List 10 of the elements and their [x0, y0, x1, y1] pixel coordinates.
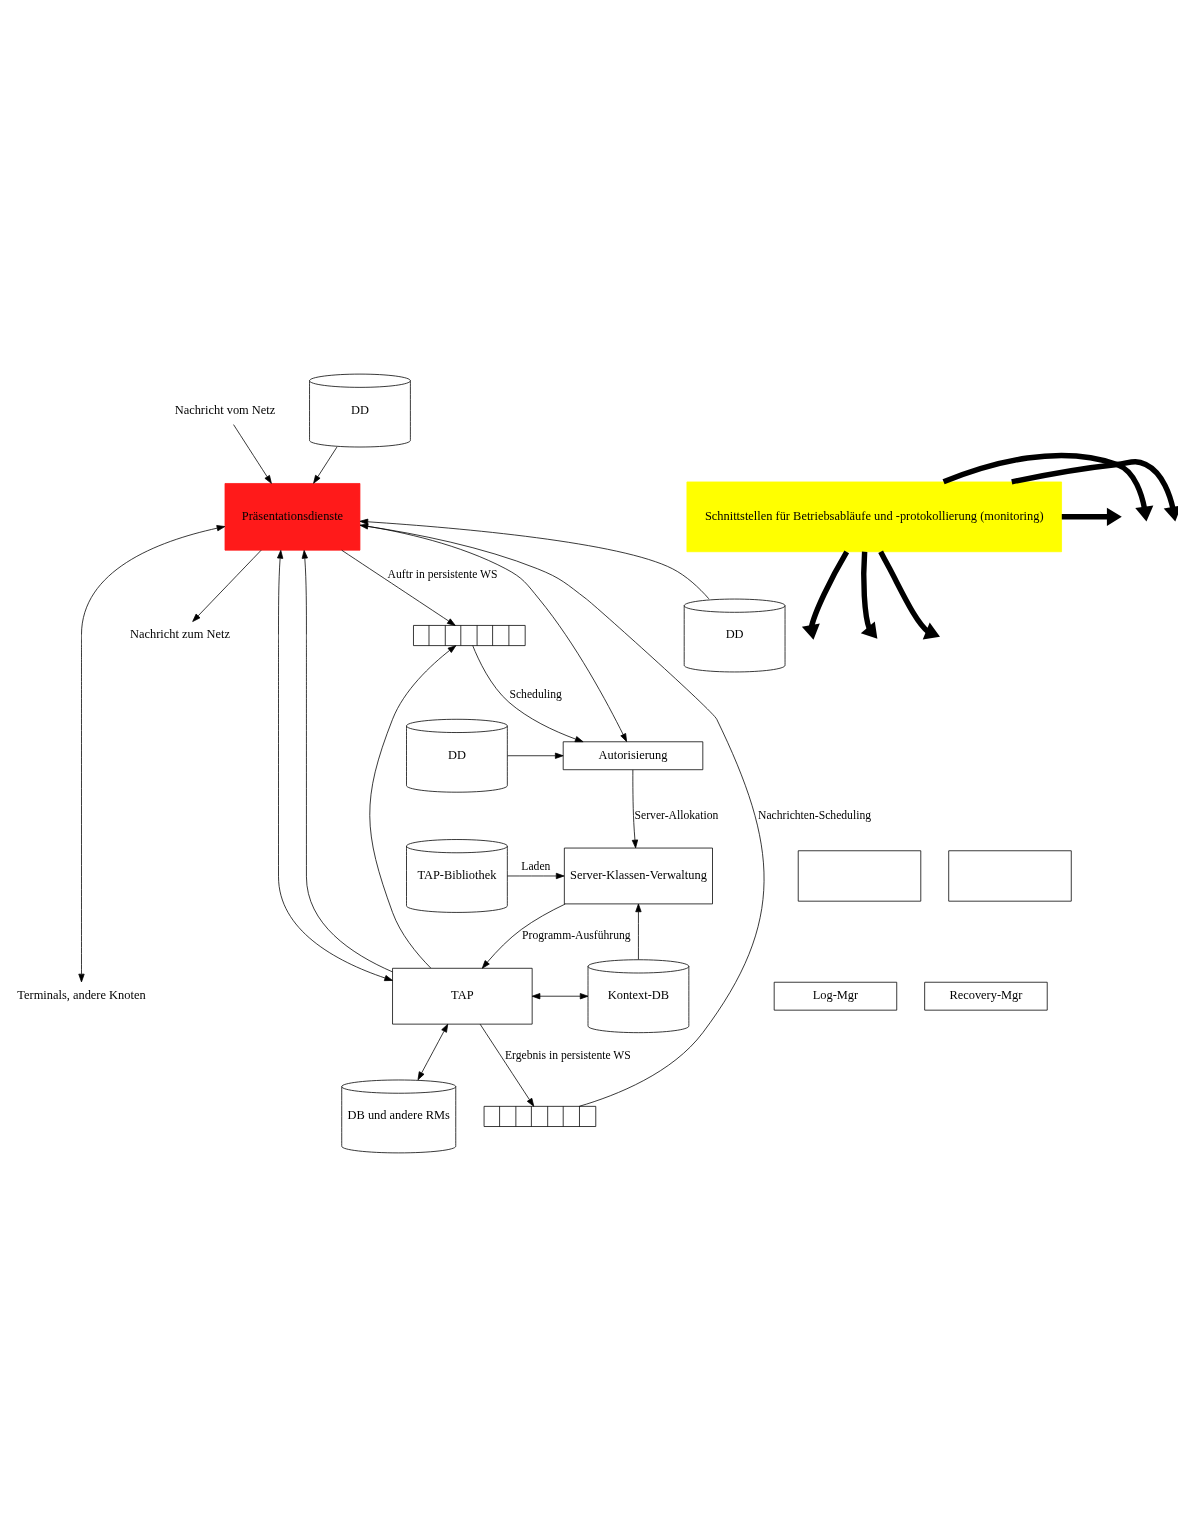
edge-label: Server-Allokation	[634, 808, 719, 822]
node-text: Nachricht vom Netz	[174, 402, 276, 417]
edge-label: Ergebnis in persistente WS	[504, 1048, 631, 1062]
edge-label: Nachrichten-Scheduling	[758, 808, 872, 822]
edge-label: Laden	[521, 859, 551, 873]
edge-label: Scheduling	[509, 687, 562, 701]
edge-label: Auftr in persistente WS	[387, 567, 498, 581]
edge-label: Programm-Ausführung	[522, 928, 631, 942]
node-text: Nachricht zum Netz	[130, 626, 230, 641]
node-text: Terminals, andere Knoten	[17, 987, 146, 1002]
